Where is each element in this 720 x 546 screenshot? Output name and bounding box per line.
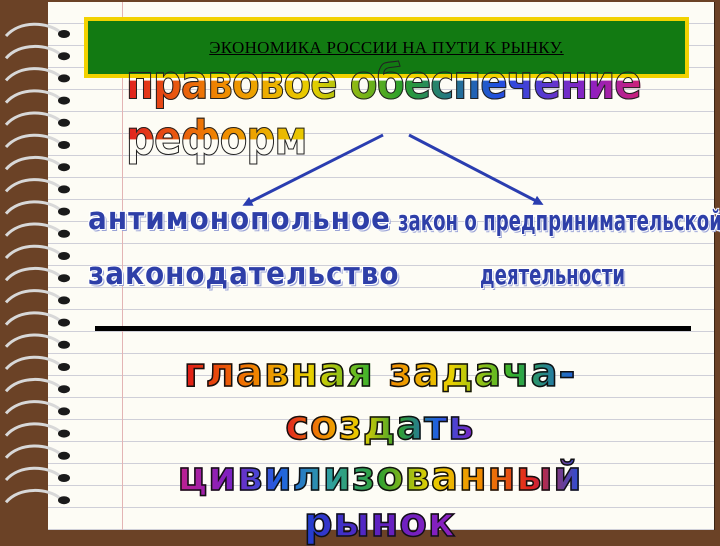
binding-hole — [58, 296, 70, 305]
binding-ring — [4, 311, 61, 326]
binding-ring — [4, 22, 61, 38]
main-task-line1: главная задача- — [100, 349, 660, 397]
slide-title: ЭКОНОМИКА РОССИИ НА ПУТИ К РЫНКУ. — [209, 37, 564, 57]
notebook-page — [48, 2, 715, 530]
spiral-binding — [4, 22, 70, 505]
main-task-line3: цивилизованный рынок — [100, 453, 660, 546]
binding-ring — [4, 266, 61, 282]
binding-hole — [58, 496, 70, 505]
binding-hole — [58, 340, 70, 349]
binding-hole — [58, 407, 70, 416]
left-item-line2: законодательство — [88, 256, 400, 292]
main-task-line2: создать — [100, 402, 660, 450]
binding-ring — [4, 444, 61, 459]
binding-hole — [58, 96, 70, 105]
binding-ring — [4, 244, 61, 260]
binding-hole — [58, 30, 70, 38]
binding-hole — [58, 74, 70, 83]
binding-hole — [58, 385, 70, 394]
title-banner: ЭКОНОМИКА РОССИИ НА ПУТИ К РЫНКУ. — [84, 17, 689, 78]
binding-hole — [58, 52, 70, 61]
main-task-word-market: рынок — [303, 499, 457, 546]
binding-hole — [58, 118, 70, 127]
binding-ring — [4, 377, 61, 393]
binding-ring — [4, 488, 61, 504]
binding-ring — [4, 422, 61, 437]
binding-hole — [58, 185, 70, 194]
binding-ring — [4, 200, 61, 215]
binding-ring — [4, 89, 61, 104]
binding-ring — [4, 133, 61, 149]
binding-ring — [4, 333, 61, 348]
binding-hole — [58, 163, 70, 172]
binding-ring — [4, 400, 61, 415]
binding-hole — [58, 363, 70, 371]
main-task-word-main: главная — [183, 349, 374, 397]
binding-hole — [58, 274, 70, 283]
binding-ring — [4, 44, 61, 60]
binding-ring — [4, 222, 61, 237]
binding-hole — [58, 252, 70, 260]
main-task-word-task: задача- — [388, 349, 577, 397]
binding-hole — [58, 229, 70, 238]
binding-hole — [58, 451, 70, 460]
binding-hole — [58, 207, 70, 216]
main-task-word-create: создать — [285, 402, 475, 450]
binding-hole — [58, 429, 70, 438]
binding-hole — [58, 318, 70, 327]
binding-ring — [4, 111, 61, 126]
left-item-line1: антимонопольное — [88, 201, 392, 237]
heading-legal-support: правовое обеспечение реформ — [126, 54, 656, 166]
margin-line — [122, 2, 123, 530]
divider-line — [95, 326, 691, 331]
binding-hole — [58, 141, 70, 149]
binding-ring — [4, 178, 61, 193]
binding-ring — [4, 466, 61, 482]
right-item-line1: закон о предпринимательской — [398, 204, 720, 237]
binding-ring — [4, 355, 61, 371]
binding-hole — [58, 474, 70, 482]
main-task-word-civilized: цивилизованный — [177, 453, 583, 501]
right-item-line2: деятельности — [480, 258, 626, 291]
binding-ring — [4, 67, 61, 82]
binding-ring — [4, 155, 61, 171]
binding-ring — [4, 289, 61, 304]
